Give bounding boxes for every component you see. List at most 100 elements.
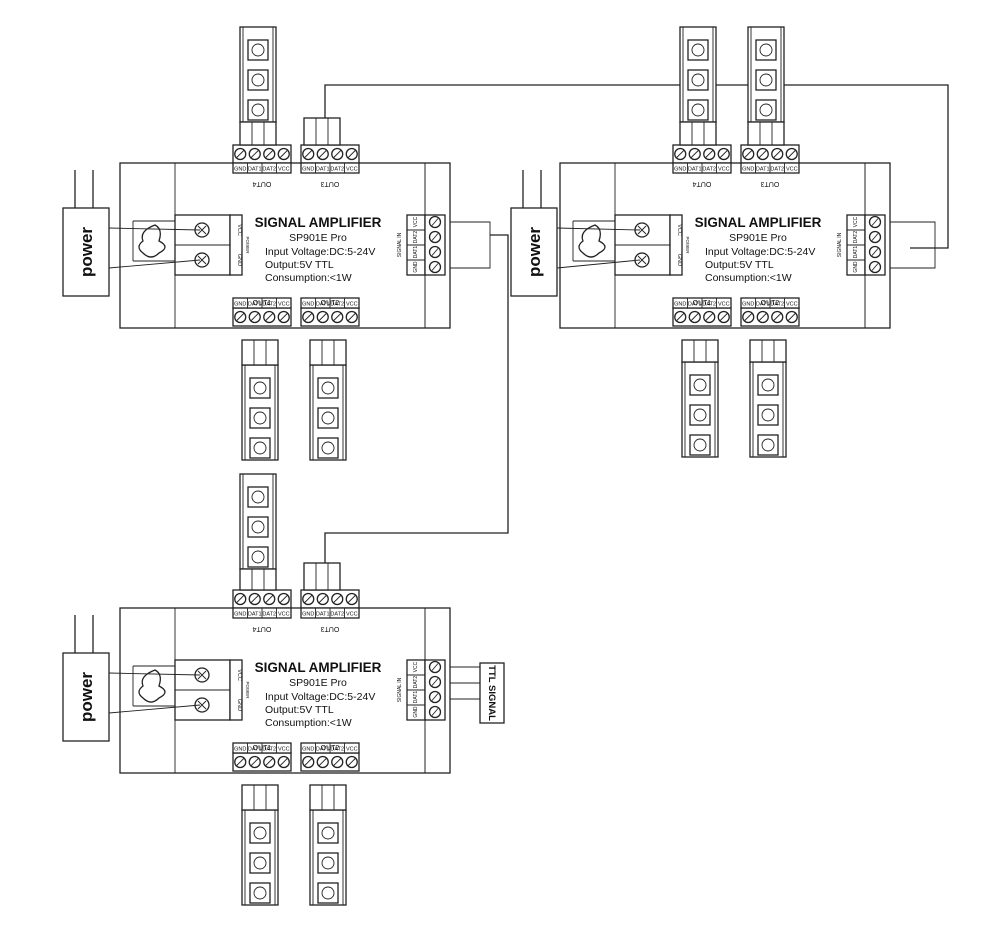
- ttl-signal-label: TTL SIGNAL: [486, 665, 497, 721]
- screw-slot: [304, 758, 313, 766]
- led-chip: [687, 99, 709, 121]
- pin-label: DAT2: [853, 231, 859, 244]
- input-voltage: Input Voltage:DC:5-24V: [705, 246, 815, 258]
- led-lens: [251, 43, 265, 57]
- pin-label: DAT1: [248, 167, 262, 173]
- led-strip: [749, 361, 787, 458]
- led-lens: [759, 73, 773, 87]
- pin-label: DAT1: [316, 302, 330, 308]
- screw-slot: [787, 313, 796, 321]
- screw-cross: [197, 255, 207, 265]
- power-supply-label: power: [77, 672, 96, 722]
- out2-label: OUT2: [321, 745, 340, 752]
- out3-label: OUT3: [321, 180, 340, 187]
- led-chip: [755, 69, 777, 91]
- signal-in-terminal: [864, 214, 886, 276]
- screw-slot: [431, 678, 439, 686]
- pin-label: DAT1: [316, 747, 330, 753]
- out4-label: OUT4: [693, 180, 712, 187]
- leads-body: [303, 117, 341, 146]
- leads-body: [749, 339, 787, 363]
- screw-slot: [236, 595, 245, 603]
- screw-slot: [871, 263, 879, 271]
- power-label-strip: [229, 659, 243, 721]
- strip-leads: [303, 117, 341, 146]
- amplifier-model: SP901E Pro: [289, 232, 347, 244]
- signal-wire-left-to-bottom: [324, 234, 509, 563]
- screw-slot: [347, 758, 356, 766]
- led-strip: [747, 26, 785, 123]
- led-lens: [321, 441, 335, 455]
- out3-label: OUT3: [761, 180, 780, 187]
- led-lens: [761, 438, 775, 452]
- screw-slot: [871, 248, 879, 256]
- pin-label: DAT1: [316, 167, 330, 173]
- screw-slot: [744, 313, 753, 321]
- led-chip: [317, 407, 339, 429]
- screw-slot: [265, 595, 274, 603]
- power-supply-label: power: [77, 227, 96, 277]
- screw-slot: [250, 758, 259, 766]
- pin-label: DAT2: [330, 612, 344, 618]
- mount-bracket: [132, 220, 177, 262]
- led-chip: [689, 434, 711, 456]
- output-spec: Output:5V TTL: [265, 259, 334, 271]
- screw-slot: [773, 313, 782, 321]
- screw-slot: [431, 263, 439, 271]
- screw-slot: [719, 313, 728, 321]
- pin-label: VCC: [413, 216, 419, 227]
- pin-label: VCC: [853, 216, 859, 227]
- gnd-label: GND: [236, 254, 242, 266]
- pin-label: DAT2: [262, 612, 276, 618]
- strip-leads: [749, 339, 787, 363]
- signal-connections: TTL SIGNAL: [324, 84, 949, 724]
- led-chip: [249, 882, 271, 904]
- output-spec: Output:5V TTL: [705, 259, 774, 271]
- pin-label: DAT2: [330, 747, 344, 753]
- out2-label: OUT2: [321, 300, 340, 307]
- screw-slot: [431, 233, 439, 241]
- screw-slot: [250, 150, 259, 158]
- vcc-label: VCC: [236, 224, 242, 236]
- pin-label: DAT1: [756, 167, 770, 173]
- screw-slot: [431, 708, 439, 716]
- pin-label: DAT2: [262, 167, 276, 173]
- led-chip: [249, 377, 271, 399]
- screw-slot: [279, 595, 288, 603]
- screw-slot: [676, 150, 685, 158]
- pin-label: DAT2: [413, 231, 419, 244]
- amplifier-title: SIGNAL AMPLIFIER: [255, 660, 382, 675]
- screw-slot: [279, 313, 288, 321]
- screw-slot: [318, 758, 327, 766]
- pin-label: VCC: [786, 167, 798, 173]
- screw-slot: [431, 218, 439, 226]
- pin-label: GND: [674, 302, 686, 308]
- power-label-strip: [229, 214, 243, 276]
- screw-slot: [758, 313, 767, 321]
- power-label-strip: [669, 214, 683, 276]
- led-chip: [755, 99, 777, 121]
- screw-slot: [347, 150, 356, 158]
- pin-label: GND: [742, 167, 754, 173]
- screw-slot: [265, 758, 274, 766]
- led-chip: [317, 822, 339, 844]
- amplifier-title: SIGNAL AMPLIFIER: [695, 215, 822, 230]
- screw-slot: [318, 150, 327, 158]
- led-chip: [757, 374, 779, 396]
- power-label: POWER: [245, 236, 250, 254]
- pin-label: DAT1: [316, 612, 330, 618]
- screw-slot: [431, 663, 439, 671]
- led-lens: [251, 550, 265, 564]
- power-wire-gnd: [556, 259, 641, 269]
- led-lens: [253, 411, 267, 425]
- screw-slot: [676, 313, 685, 321]
- pin-label: DAT1: [756, 302, 770, 308]
